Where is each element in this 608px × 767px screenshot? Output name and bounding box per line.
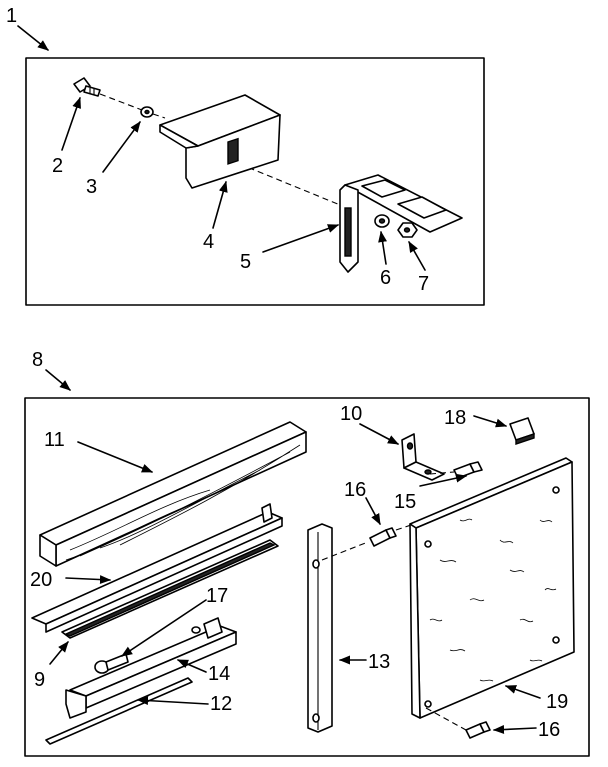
callout-8: 8 (32, 349, 43, 371)
callout-9: 9 (34, 669, 45, 691)
part-16-screw-lower (465, 721, 491, 739)
kit-8-box (24, 397, 590, 757)
part-9-gasket-strip (61, 539, 279, 639)
callout-10: 10 (340, 403, 362, 425)
part-2-screw (73, 77, 101, 97)
callout-1: 1 (6, 5, 17, 27)
part-19-panel (409, 457, 575, 719)
part-17-bolt (94, 653, 129, 674)
part-15-screw (453, 461, 483, 479)
callout-11: 11 (44, 429, 65, 451)
callout-16a: 16 (344, 479, 366, 501)
part-18-pad (509, 417, 535, 445)
part-11-wood-strip (39, 421, 307, 567)
part-5-angle-bracket (339, 174, 463, 273)
part-20-angle-rail (31, 503, 283, 633)
callout-3: 3 (86, 176, 97, 198)
callout-16b: 16 (538, 719, 560, 741)
callout-12: 12 (210, 693, 232, 715)
kit-8-group: 8 11 20 9 17 (24, 349, 590, 757)
kit-1-box (25, 57, 485, 306)
callout-18: 18 (444, 407, 466, 429)
part-10-clip (401, 433, 445, 481)
callout-6: 6 (380, 267, 391, 289)
callout-14: 14 (208, 663, 230, 685)
callout-5: 5 (240, 251, 251, 273)
part-13-vertical-channel (307, 523, 333, 733)
callout-4: 4 (203, 231, 214, 253)
callout-2: 2 (52, 155, 63, 177)
callout-17: 17 (206, 585, 228, 607)
callout-19: 19 (546, 691, 568, 713)
part-4-bracket-cover (159, 94, 281, 189)
callout-7: 7 (418, 273, 429, 295)
callout-15: 15 (394, 491, 416, 513)
callout-20: 20 (30, 569, 52, 591)
part-16-screw-upper (369, 527, 397, 547)
part-14-channel (65, 617, 237, 719)
kit-1-group: 1 2 3 4 5 6 7 (6, 5, 485, 306)
callout-13: 13 (368, 651, 390, 673)
